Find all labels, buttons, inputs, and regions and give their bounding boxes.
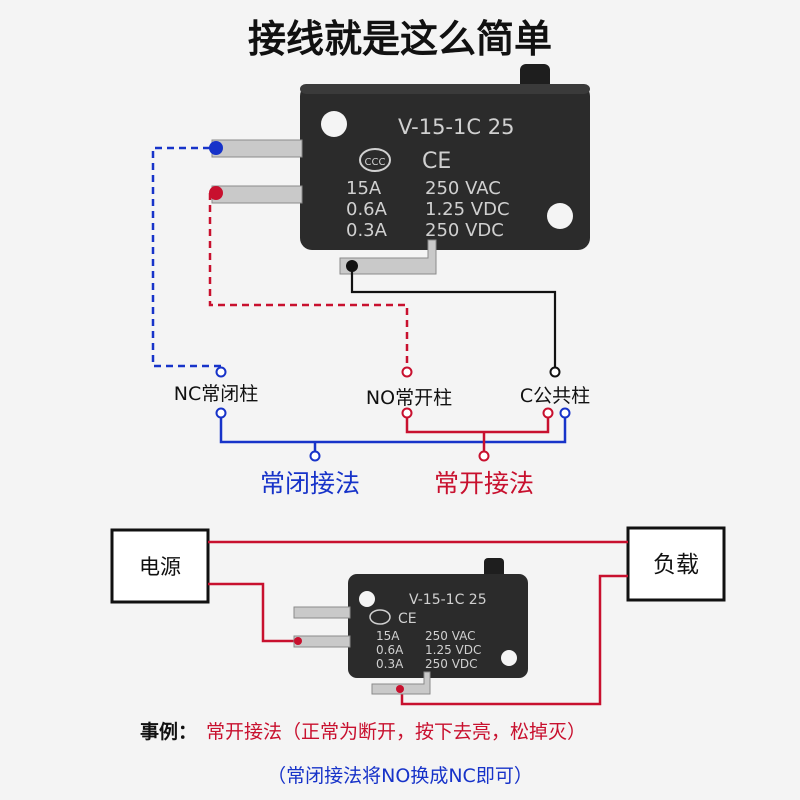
mounting-hole <box>547 203 573 229</box>
svg-text:250 VDC: 250 VDC <box>425 657 478 671</box>
ccc-certification-icon <box>369 609 391 625</box>
svg-text:15A: 15A <box>376 629 400 643</box>
switch-body <box>348 574 528 678</box>
no-combination-bracket <box>405 418 550 434</box>
nc-post <box>215 366 227 378</box>
ccc-certification-icon: CCC <box>359 148 391 172</box>
power-source-label: 电源 <box>139 555 181 579</box>
svg-text:1.25 VDC: 1.25 VDC <box>425 643 481 657</box>
switch-model: V-15-1C 25 <box>409 592 487 608</box>
mounting-hole <box>501 650 517 666</box>
load-box <box>626 526 726 602</box>
svg-text:0.6A: 0.6A <box>376 643 404 657</box>
no-wire <box>208 193 409 368</box>
c-terminal-tab <box>339 239 437 275</box>
nc-combination-bracket <box>219 418 567 444</box>
example-note: （常闭接法将NO换成NC即可） <box>267 765 533 787</box>
c-wire <box>350 266 557 368</box>
ce-mark-icon: CE <box>422 149 451 174</box>
mounting-hole <box>321 111 347 137</box>
micro-switch-small: V-15-1C 25 CE 15A 250 VAC 0.6A 1.25 VDC … <box>293 558 528 695</box>
svg-text:0.3A: 0.3A <box>376 657 404 671</box>
nc-mode-label: 常闭接法 <box>260 469 360 498</box>
ce-mark-icon: CE <box>398 611 417 627</box>
c-terminal-tab <box>371 671 431 695</box>
nc-wire <box>151 146 223 372</box>
nc-terminal-label: NC常闭柱 <box>174 383 258 405</box>
micro-switch-large: V-15-1C 25 CCC CE 15A 250 VAC 0.6A 1.25 … <box>211 64 590 275</box>
power-source-box <box>110 528 210 604</box>
rating-current: 0.3A <box>346 220 388 241</box>
switch-model: V-15-1C 25 <box>398 115 514 139</box>
example-description: 常开接法（正常为断开，按下去亮，松掉灭） <box>206 721 586 743</box>
rating-voltage: 1.25 VDC <box>425 199 510 220</box>
rating-voltage: 250 VDC <box>425 220 504 241</box>
c-post <box>549 366 561 378</box>
switch-body <box>300 84 590 250</box>
no-terminal-tab <box>293 635 351 648</box>
page-title: 接线就是这么简单 <box>248 17 552 61</box>
rating-current: 15A <box>346 178 382 199</box>
rating-current: 0.6A <box>346 199 388 220</box>
example-prefix: 事例： <box>140 720 197 743</box>
no-terminal-tab <box>211 185 303 204</box>
c-terminal-label: C公共柱 <box>520 385 590 407</box>
wire-terminal-dot <box>209 141 223 155</box>
mounting-hole <box>359 591 375 607</box>
load-label: 负载 <box>653 552 699 578</box>
no-post <box>401 366 413 378</box>
nc-terminal-tab <box>211 139 303 158</box>
power-to-no-wire <box>208 582 298 643</box>
no-terminal-label: NO常开柱 <box>366 387 452 409</box>
rating-voltage: 250 VAC <box>425 178 501 199</box>
load-to-c-wire <box>400 574 628 706</box>
svg-text:CCC: CCC <box>365 157 386 168</box>
wire-terminal-dot <box>209 186 223 200</box>
no-mode-label: 常开接法 <box>434 469 534 498</box>
svg-text:250 VAC: 250 VAC <box>425 629 476 643</box>
nc-terminal-tab <box>293 606 351 619</box>
